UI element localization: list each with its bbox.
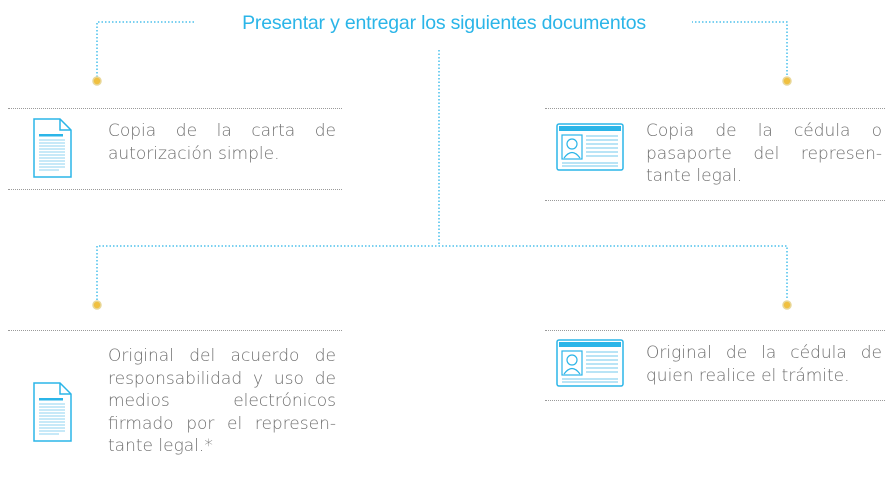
connector-nodes — [92, 76, 792, 310]
document-icon — [33, 382, 72, 442]
rule-top-left-lower — [8, 189, 342, 190]
rule-top-right-upper — [545, 108, 885, 109]
item-original-cedula-tramite: Original de la cédula de quien realice e… — [646, 343, 882, 386]
id-card-icon — [556, 339, 624, 387]
top-connector-left — [96, 21, 200, 77]
node-bottom-left — [92, 300, 102, 310]
id-card-icon — [556, 123, 624, 171]
node-bottom-right — [782, 300, 792, 310]
rule-top-right-lower — [545, 200, 885, 201]
rule-bottom-right-upper — [545, 330, 885, 331]
bottom-connector — [96, 245, 788, 300]
node-top-right — [782, 76, 792, 86]
rule-bottom-right-lower — [545, 400, 885, 401]
rule-bottom-left-upper — [8, 330, 342, 331]
item-copia-cedula-representante: Copia de la cédula o pasaporte del repre… — [646, 121, 882, 186]
rule-top-left-upper — [8, 108, 342, 109]
item-carta-autorizacion: Copia de la carta de autorización simple… — [108, 121, 336, 164]
diagram-title: Presentar y entregar los siguientes docu… — [196, 10, 692, 36]
top-connector-right — [688, 21, 788, 77]
document-icon — [33, 118, 72, 178]
item-acuerdo-responsabilidad: Original del acuerdo de responsabilidad … — [108, 346, 336, 456]
node-top-left — [92, 76, 102, 86]
